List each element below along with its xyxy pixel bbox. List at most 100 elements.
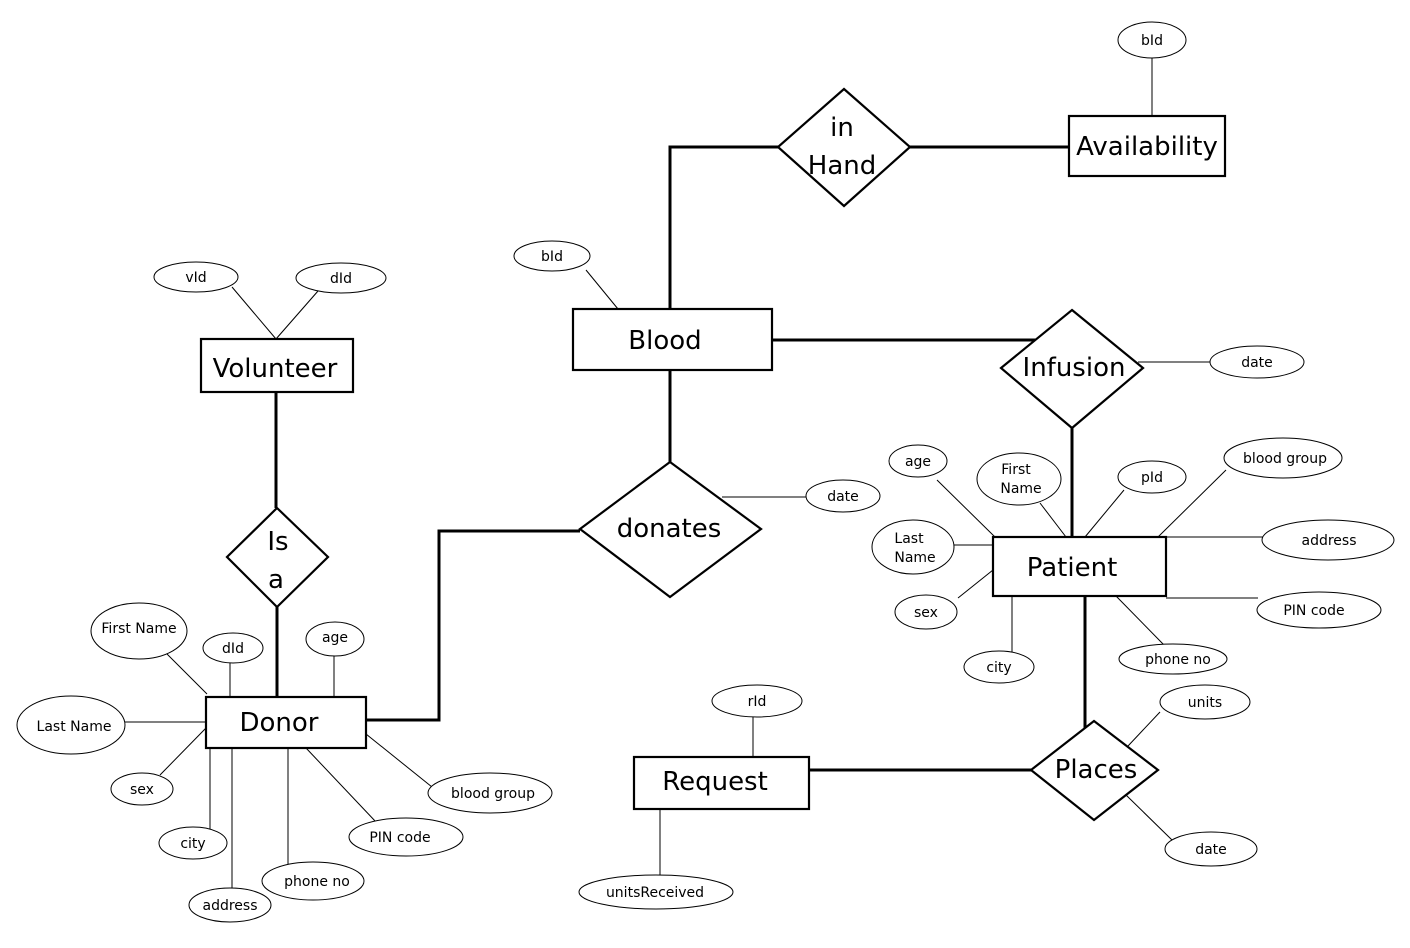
attribute-donor-did: dId — [202, 632, 264, 664]
relationship-in-hand: in Hand — [776, 87, 912, 208]
attr-line — [231, 286, 277, 340]
attribute-ellipse — [1256, 591, 1382, 629]
attribute-ellipse — [888, 444, 948, 478]
attribute-connectors — [123, 57, 1263, 890]
attribute-ellipse — [513, 240, 591, 272]
attribute-ellipse — [427, 772, 553, 814]
relationship-donates-label: donates — [617, 514, 722, 544]
attribute-label: address — [1301, 533, 1356, 549]
attr-line — [275, 290, 319, 340]
entity-donor-box — [204, 695, 368, 750]
attribute-label: city — [986, 660, 1011, 676]
attr-line — [1125, 794, 1173, 841]
entity-blood-box — [571, 307, 774, 372]
attribute-donor-pin-code: PIN code — [348, 817, 464, 857]
attribute-label: city — [180, 836, 205, 852]
attribute-patient-sex: sex — [894, 594, 958, 630]
attribute-request-rid: rId — [711, 684, 803, 718]
attr-line — [957, 569, 994, 599]
entity-patient: Patient — [991, 535, 1168, 598]
attribute-label: First Name — [101, 621, 176, 637]
attribute-label: pId — [1141, 470, 1163, 486]
attribute-donor-last-name: Last Name — [16, 695, 126, 755]
attribute-label: date — [1241, 355, 1273, 371]
attribute-donates-date: date — [805, 479, 881, 513]
attribute-donor-address: address — [188, 887, 272, 923]
attribute-patient-age: age — [888, 444, 948, 478]
attribute-label: rId — [748, 694, 767, 710]
attribute-availability-bid: bId — [1117, 21, 1187, 59]
attribute-label: date — [1195, 842, 1227, 858]
attribute-ellipse — [261, 861, 365, 901]
relationship-in-hand-diamond — [776, 87, 912, 208]
entity-volunteer: Volunteer — [199, 337, 355, 394]
attribute-label: Last Name — [37, 719, 112, 735]
attr-line — [936, 479, 996, 538]
attribute-label: age — [905, 454, 931, 470]
attribute-label: phone no — [1145, 652, 1211, 668]
entity-request-box — [632, 755, 811, 811]
attribute-label: blood group — [451, 786, 535, 802]
attribute-donor-city: city — [158, 826, 228, 860]
attribute-places-date: date — [1164, 831, 1258, 867]
attribute-ellipse — [1209, 345, 1305, 379]
relationship-donates: donates — [578, 460, 763, 599]
attribute-donor-age: age — [305, 621, 365, 657]
entity-donor: Donor — [204, 695, 368, 750]
entity-donor-label: Donor — [239, 708, 318, 738]
attribute-infusion-date: date — [1209, 345, 1305, 379]
attribute-label-line2: Name — [894, 550, 935, 566]
entity-patient-box — [991, 535, 1168, 598]
attr-line — [365, 733, 433, 788]
attribute-patient-first-name: First Name — [976, 452, 1062, 506]
attribute-label: PIN code — [369, 830, 430, 846]
relationship-places-label: Places — [1055, 755, 1138, 785]
attribute-label: bId — [1141, 33, 1163, 49]
attr-line — [159, 727, 207, 776]
attribute-donor-sex: sex — [110, 772, 174, 806]
attribute-label: unitsReceived — [606, 885, 704, 901]
attribute-label: vId — [185, 270, 206, 286]
attribute-ellipse — [1261, 519, 1395, 561]
relationship-is-a-label-line2: a — [268, 565, 284, 595]
attribute-ellipse — [158, 826, 228, 860]
attr-line — [585, 269, 619, 310]
attr-line — [305, 747, 377, 823]
entity-availability: Availability — [1067, 114, 1227, 178]
attribute-ellipse — [1117, 460, 1187, 494]
attribute-label: address — [202, 898, 257, 914]
attribute-ellipse — [711, 684, 803, 718]
relationship-places-diamond — [1029, 719, 1160, 822]
entity-blood-label: Blood — [628, 326, 701, 356]
attribute-ellipse — [295, 262, 387, 294]
entity-volunteer-label: Volunteer — [213, 354, 338, 384]
entity-volunteer-box — [199, 337, 355, 394]
attribute-patient-last-name: Last Name — [871, 519, 955, 575]
attribute-label: sex — [914, 605, 938, 621]
relationship-is-a: Is a — [225, 506, 330, 609]
attribute-patient-blood-group: blood group — [1223, 437, 1343, 479]
attribute-patient-pin-code: PIN code — [1256, 591, 1382, 629]
relationship-infusion: Infusion — [999, 308, 1145, 430]
relationship-in-hand-label-line2: Hand — [808, 151, 876, 181]
attribute-ellipse — [110, 772, 174, 806]
entity-request-label: Request — [662, 767, 768, 797]
donates-donor-connector — [366, 529, 580, 722]
attribute-label: sex — [130, 782, 154, 798]
attribute-volunteer-did: dId — [295, 262, 387, 294]
entity-patient-label: Patient — [1027, 553, 1118, 583]
attribute-ellipse — [894, 594, 958, 630]
attribute-label: units — [1188, 695, 1222, 711]
attribute-ellipse — [153, 261, 239, 293]
attribute-ellipse — [188, 887, 272, 923]
attr-line — [1115, 595, 1165, 646]
relationship-places: Places — [1029, 719, 1160, 822]
attribute-donor-blood-group: blood group — [427, 772, 553, 814]
attribute-ellipse — [805, 479, 881, 513]
attribute-ellipse — [348, 817, 464, 857]
attribute-patient-pid: pId — [1117, 460, 1187, 494]
attribute-label-line2: Name — [1000, 481, 1041, 497]
attribute-ellipse — [963, 650, 1035, 684]
attribute-label: blood group — [1243, 451, 1327, 467]
attribute-blood-bid: bId — [513, 240, 591, 272]
